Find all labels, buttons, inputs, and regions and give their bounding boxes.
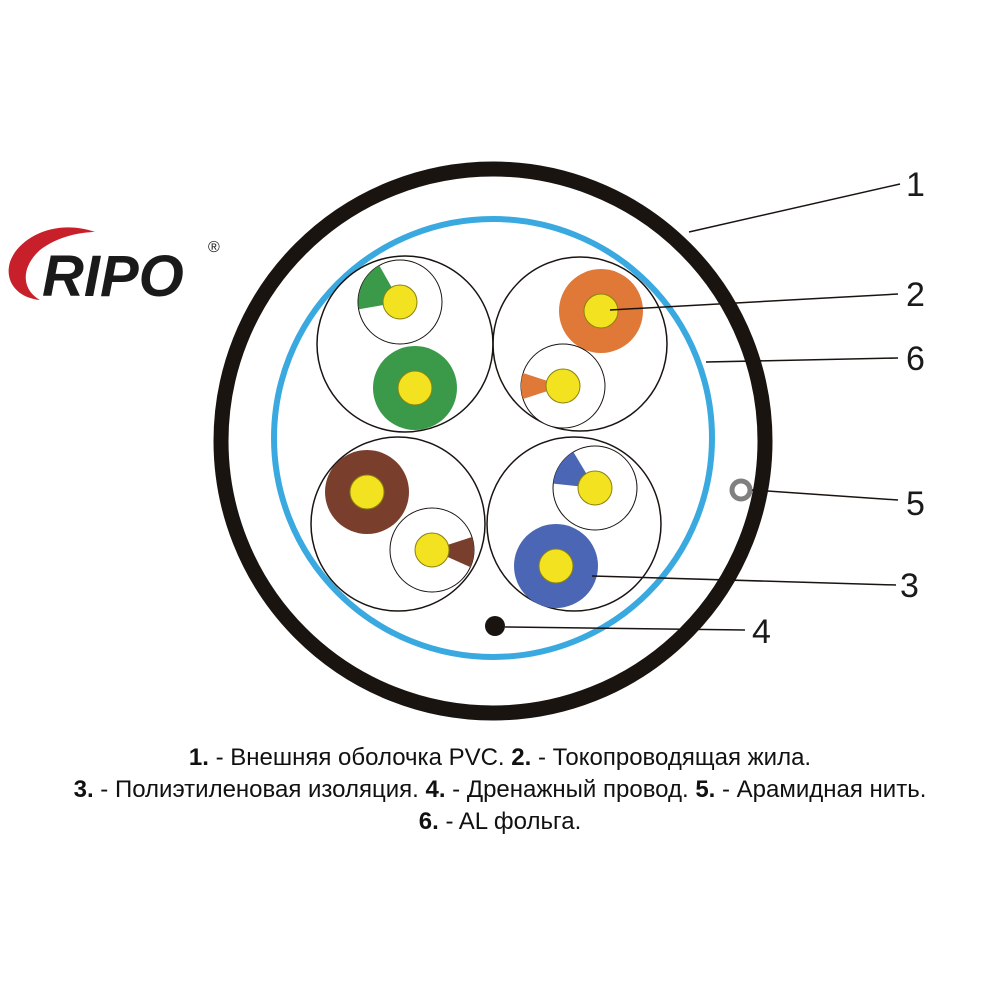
callout-number-3: 3 <box>900 567 919 605</box>
callout-number-6: 6 <box>906 340 925 378</box>
twisted-pair-orange <box>492 256 668 432</box>
callout-line-6 <box>705 357 899 363</box>
conductor <box>414 532 450 568</box>
logo-text: RIPO <box>42 244 184 309</box>
legend-num: 4. <box>425 776 446 803</box>
conductor <box>382 284 418 320</box>
al-foil-shield <box>271 216 715 660</box>
legend-num: 2. <box>511 744 532 771</box>
legend: 1. - Внешняя оболочка PVC. 2. - Токопров… <box>0 742 1000 838</box>
callout-number-1: 1 <box>906 166 925 204</box>
aramid-thread <box>729 478 753 502</box>
twisted-pair-blue <box>486 436 662 612</box>
legend-num: 6. <box>418 808 439 835</box>
drain-wire <box>485 616 505 636</box>
callout-number-4: 4 <box>752 613 771 651</box>
legend-num: 1. <box>188 744 209 771</box>
conductor <box>349 474 385 510</box>
conductor <box>577 470 613 506</box>
pair-boundary <box>310 436 486 612</box>
callout-lines <box>504 183 901 631</box>
conductor <box>583 293 619 329</box>
legend-text: - Арамидная нить. <box>715 776 927 803</box>
callout-line-2 <box>609 293 899 311</box>
twisted-pair-brown <box>310 436 486 612</box>
legend-line-3: 6. - AL фольга. <box>0 806 1000 838</box>
callout-line-5 <box>751 489 899 501</box>
legend-line-1: 1. - Внешняя оболочка PVC. 2. - Токопров… <box>0 742 1000 774</box>
callout-line-3 <box>591 575 897 586</box>
callout-number-2: 2 <box>906 276 925 314</box>
registered-mark: ® <box>208 239 220 256</box>
legend-text: - AL фольга. <box>438 808 582 835</box>
ripo-logo: RIPO ® <box>8 227 220 309</box>
legend-text: - Токопроводящая жила. <box>531 744 812 771</box>
orange-stripe <box>521 373 563 399</box>
conductor <box>545 368 581 404</box>
pair-boundary <box>492 256 668 432</box>
callout-line-1 <box>688 183 901 233</box>
legend-text: - Дренажный провод. <box>445 776 696 803</box>
logo-swoosh <box>8 227 95 300</box>
brown-stripe <box>432 537 475 568</box>
callout-line-4 <box>504 626 746 631</box>
conductor <box>538 548 574 584</box>
conductor <box>397 370 433 406</box>
legend-num: 5. <box>695 776 716 803</box>
legend-line-2: 3. - Полиэтиленовая изоляция. 4. - Дрена… <box>0 774 1000 806</box>
legend-text: - Внешняя оболочка PVC. <box>208 744 512 771</box>
legend-num: 3. <box>73 776 94 803</box>
legend-text: - Полиэтиленовая изоляция. <box>93 776 426 803</box>
callout-number-5: 5 <box>906 485 925 523</box>
pair-boundary <box>486 436 662 612</box>
